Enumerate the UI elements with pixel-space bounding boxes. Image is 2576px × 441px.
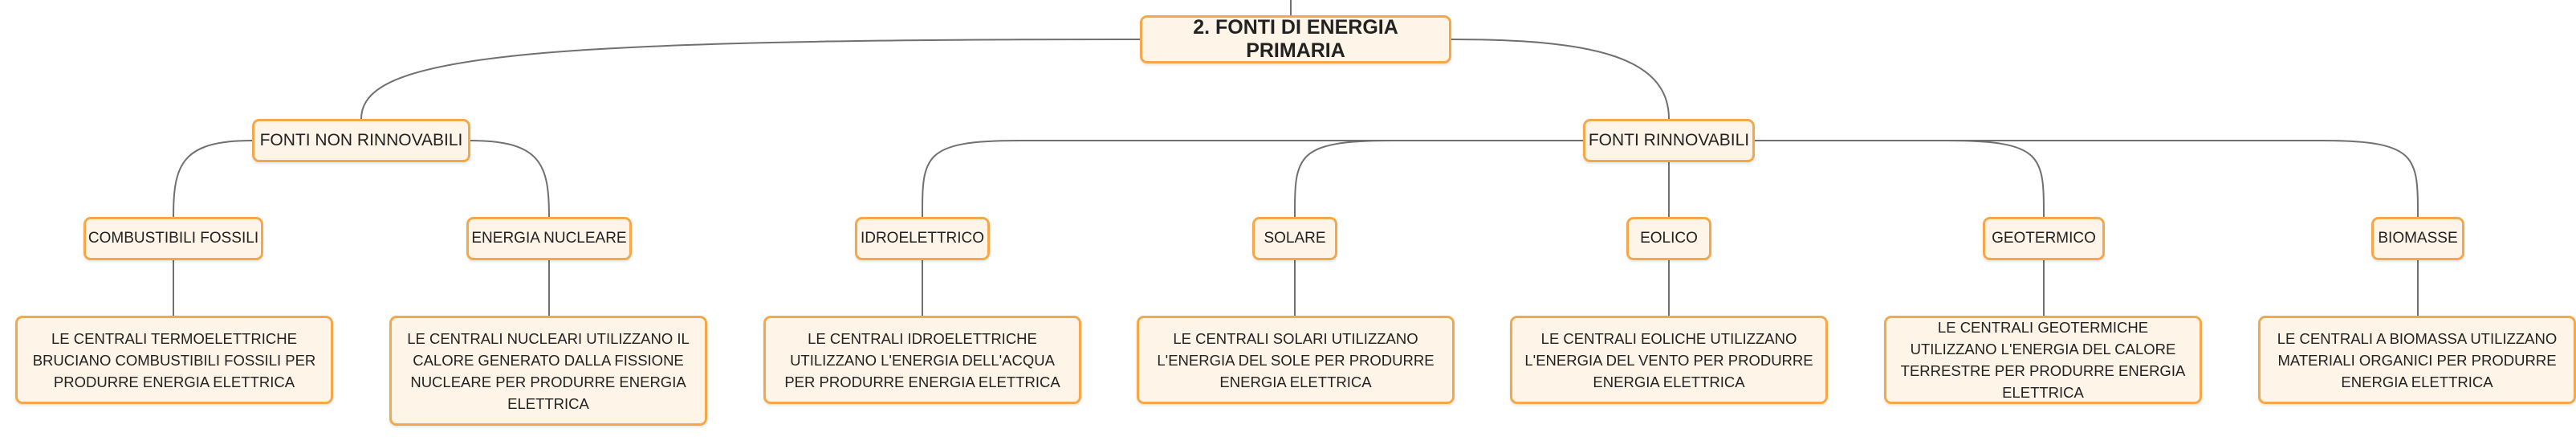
root-node-label: 2. FONTI DI ENERGIA PRIMARIA xyxy=(1193,16,1398,62)
description-wind[interactable]: LE CENTRALI EOLICHE UTILIZZANO L'ENERGIA… xyxy=(1510,316,1828,404)
description-fossil-fuels[interactable]: LE CENTRALI TERMOELETTRICHE BRUCIANO COM… xyxy=(15,316,333,404)
branch-renewable[interactable]: FONTI RINNOVABILI xyxy=(1583,119,1755,162)
topic-label: ENERGIA NUCLEARE xyxy=(471,230,627,247)
description-hydroelectric[interactable]: LE CENTRALI IDROELETTRICHE UTILIZZANO L'… xyxy=(763,316,1081,404)
branch-label: FONTI NON RINNOVABILI xyxy=(259,131,463,149)
connector-branch-0-topic-1 xyxy=(470,140,550,218)
branch-non-renewable[interactable]: FONTI NON RINNOVABILI xyxy=(252,119,470,162)
topic-label: COMBUSTIBILI FOSSILI xyxy=(87,230,259,247)
description-text: LE CENTRALI GEOTERMICHE UTILIZZANO L'ENE… xyxy=(1900,319,2186,401)
description-nuclear[interactable]: LE CENTRALI NUCLEARI UTILIZZANO IL CALOR… xyxy=(389,316,707,426)
description-text: LE CENTRALI SOLARI UTILIZZANO L'ENERGIA … xyxy=(1157,329,1435,390)
description-biomass[interactable]: LE CENTRALI A BIOMASSA UTILIZZANO MATERI… xyxy=(2258,316,2576,404)
topic-nuclear[interactable]: ENERGIA NUCLEARE xyxy=(466,217,632,260)
topic-geothermal[interactable]: GEOTERMICO xyxy=(1983,217,2105,260)
topic-label: GEOTERMICO xyxy=(1992,230,2096,247)
topic-fossil-fuels[interactable]: COMBUSTIBILI FOSSILI xyxy=(83,217,263,260)
topic-biomass[interactable]: BIOMASSE xyxy=(2371,217,2464,260)
description-geothermal[interactable]: LE CENTRALI GEOTERMICHE UTILIZZANO L'ENE… xyxy=(1884,316,2202,404)
topic-wind[interactable]: EOLICO xyxy=(1626,217,1711,260)
topic-hydroelectric[interactable]: IDROELETTRICO xyxy=(855,217,990,260)
description-text: LE CENTRALI TERMOELETTRICHE BRUCIANO COM… xyxy=(32,329,316,390)
description-text: LE CENTRALI IDROELETTRICHE UTILIZZANO L'… xyxy=(784,329,1060,390)
connector-root-branch-1 xyxy=(1451,39,1670,120)
topic-label: EOLICO xyxy=(1640,230,1698,247)
connector-branch-1-topic-0 xyxy=(922,140,1583,218)
description-text: LE CENTRALI A BIOMASSA UTILIZZANO MATERI… xyxy=(2277,329,2558,390)
connector-branch-0-topic-0 xyxy=(173,140,253,218)
description-text: LE CENTRALI NUCLEARI UTILIZZANO IL CALOR… xyxy=(407,329,690,412)
topic-label: SOLARE xyxy=(1264,230,1326,247)
connector-branch-1-topic-4 xyxy=(1755,140,2419,218)
branch-label: FONTI RINNOVABILI xyxy=(1588,131,1750,149)
topic-label: IDROELETTRICO xyxy=(860,230,985,247)
description-solar[interactable]: LE CENTRALI SOLARI UTILIZZANO L'ENERGIA … xyxy=(1137,316,1455,404)
connector-branch-1-topic-3 xyxy=(1755,140,2045,218)
connector-branch-1-topic-1 xyxy=(1294,140,1583,218)
connector-root-branch-0 xyxy=(360,39,1141,120)
description-text: LE CENTRALI EOLICHE UTILIZZANO L'ENERGIA… xyxy=(1524,329,1813,390)
topic-label: BIOMASSE xyxy=(2378,230,2458,247)
root-node[interactable]: 2. FONTI DI ENERGIA PRIMARIA xyxy=(1140,15,1451,63)
topic-solar[interactable]: SOLARE xyxy=(1252,217,1337,260)
